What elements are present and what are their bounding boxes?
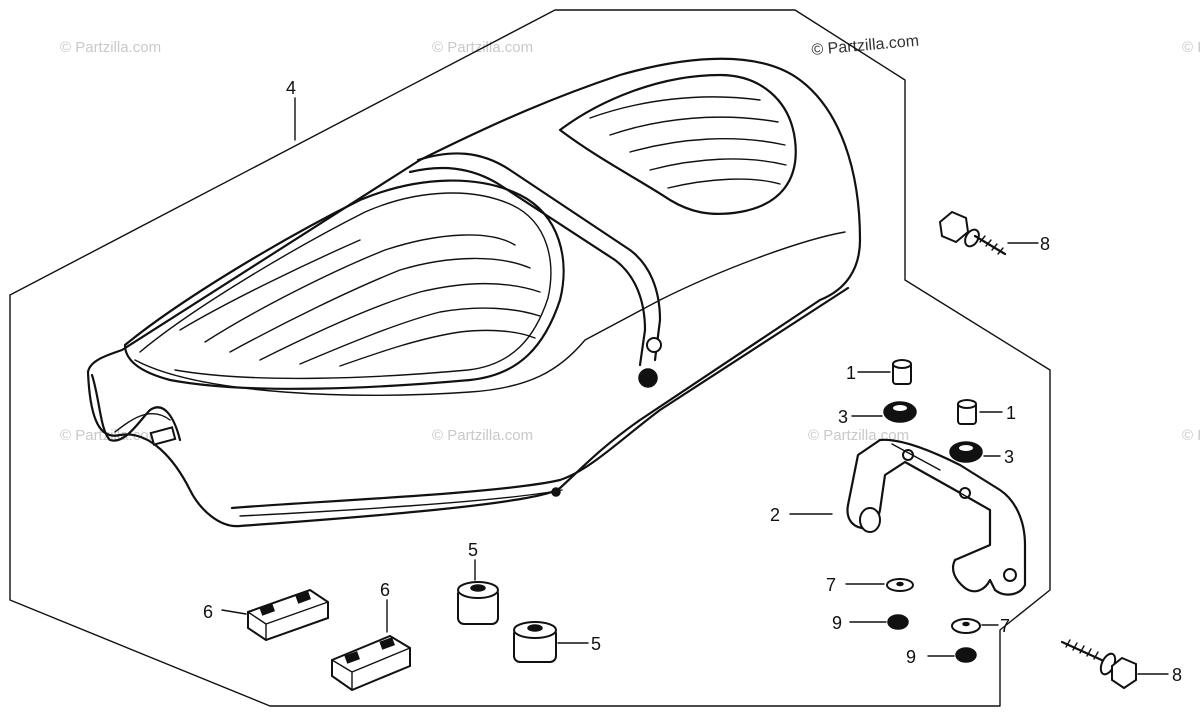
callout-9a: 9 (832, 613, 842, 633)
callout-9b: 9 (906, 647, 916, 667)
group-border (9, 9, 1051, 707)
callout-1b: 1 (1006, 403, 1016, 423)
collar-1a (892, 359, 912, 385)
callout-8a: 8 (1040, 234, 1050, 254)
callout-6a: 6 (203, 602, 213, 622)
bolt-8b (1060, 639, 1137, 690)
watermark: © Partzilla.com (60, 39, 161, 56)
callout-6b: 6 (380, 580, 390, 600)
callout-5a: 5 (468, 540, 478, 560)
callout-4: 4 (286, 78, 296, 98)
callout-3a: 3 (838, 407, 848, 427)
callout-8b: 8 (1172, 665, 1182, 685)
grommet-3b (949, 441, 983, 463)
callout-2: 2 (770, 505, 780, 525)
seat-bracket (846, 438, 1027, 596)
nut-9b (955, 647, 977, 663)
pad-6b (331, 634, 411, 692)
seat-assembly (86, 57, 862, 528)
grommet-3a (883, 401, 917, 423)
cushion-5b (513, 621, 557, 663)
watermark: © Partzilla.com (1182, 427, 1200, 444)
callout-5b: 5 (591, 634, 601, 654)
bolt-8a (938, 210, 1007, 256)
pad-6a (247, 588, 329, 642)
callout-1a: 1 (846, 363, 856, 383)
callout-7a: 7 (826, 575, 836, 595)
nut-9a (887, 614, 909, 630)
watermark: © Partzilla.com (1182, 39, 1200, 56)
callout-7b: 7 (1000, 616, 1010, 636)
cushion-5a (457, 581, 499, 625)
collar-1b (957, 399, 977, 425)
watermark: © Partzilla.com (432, 427, 533, 444)
callout-3b: 3 (1004, 447, 1014, 467)
